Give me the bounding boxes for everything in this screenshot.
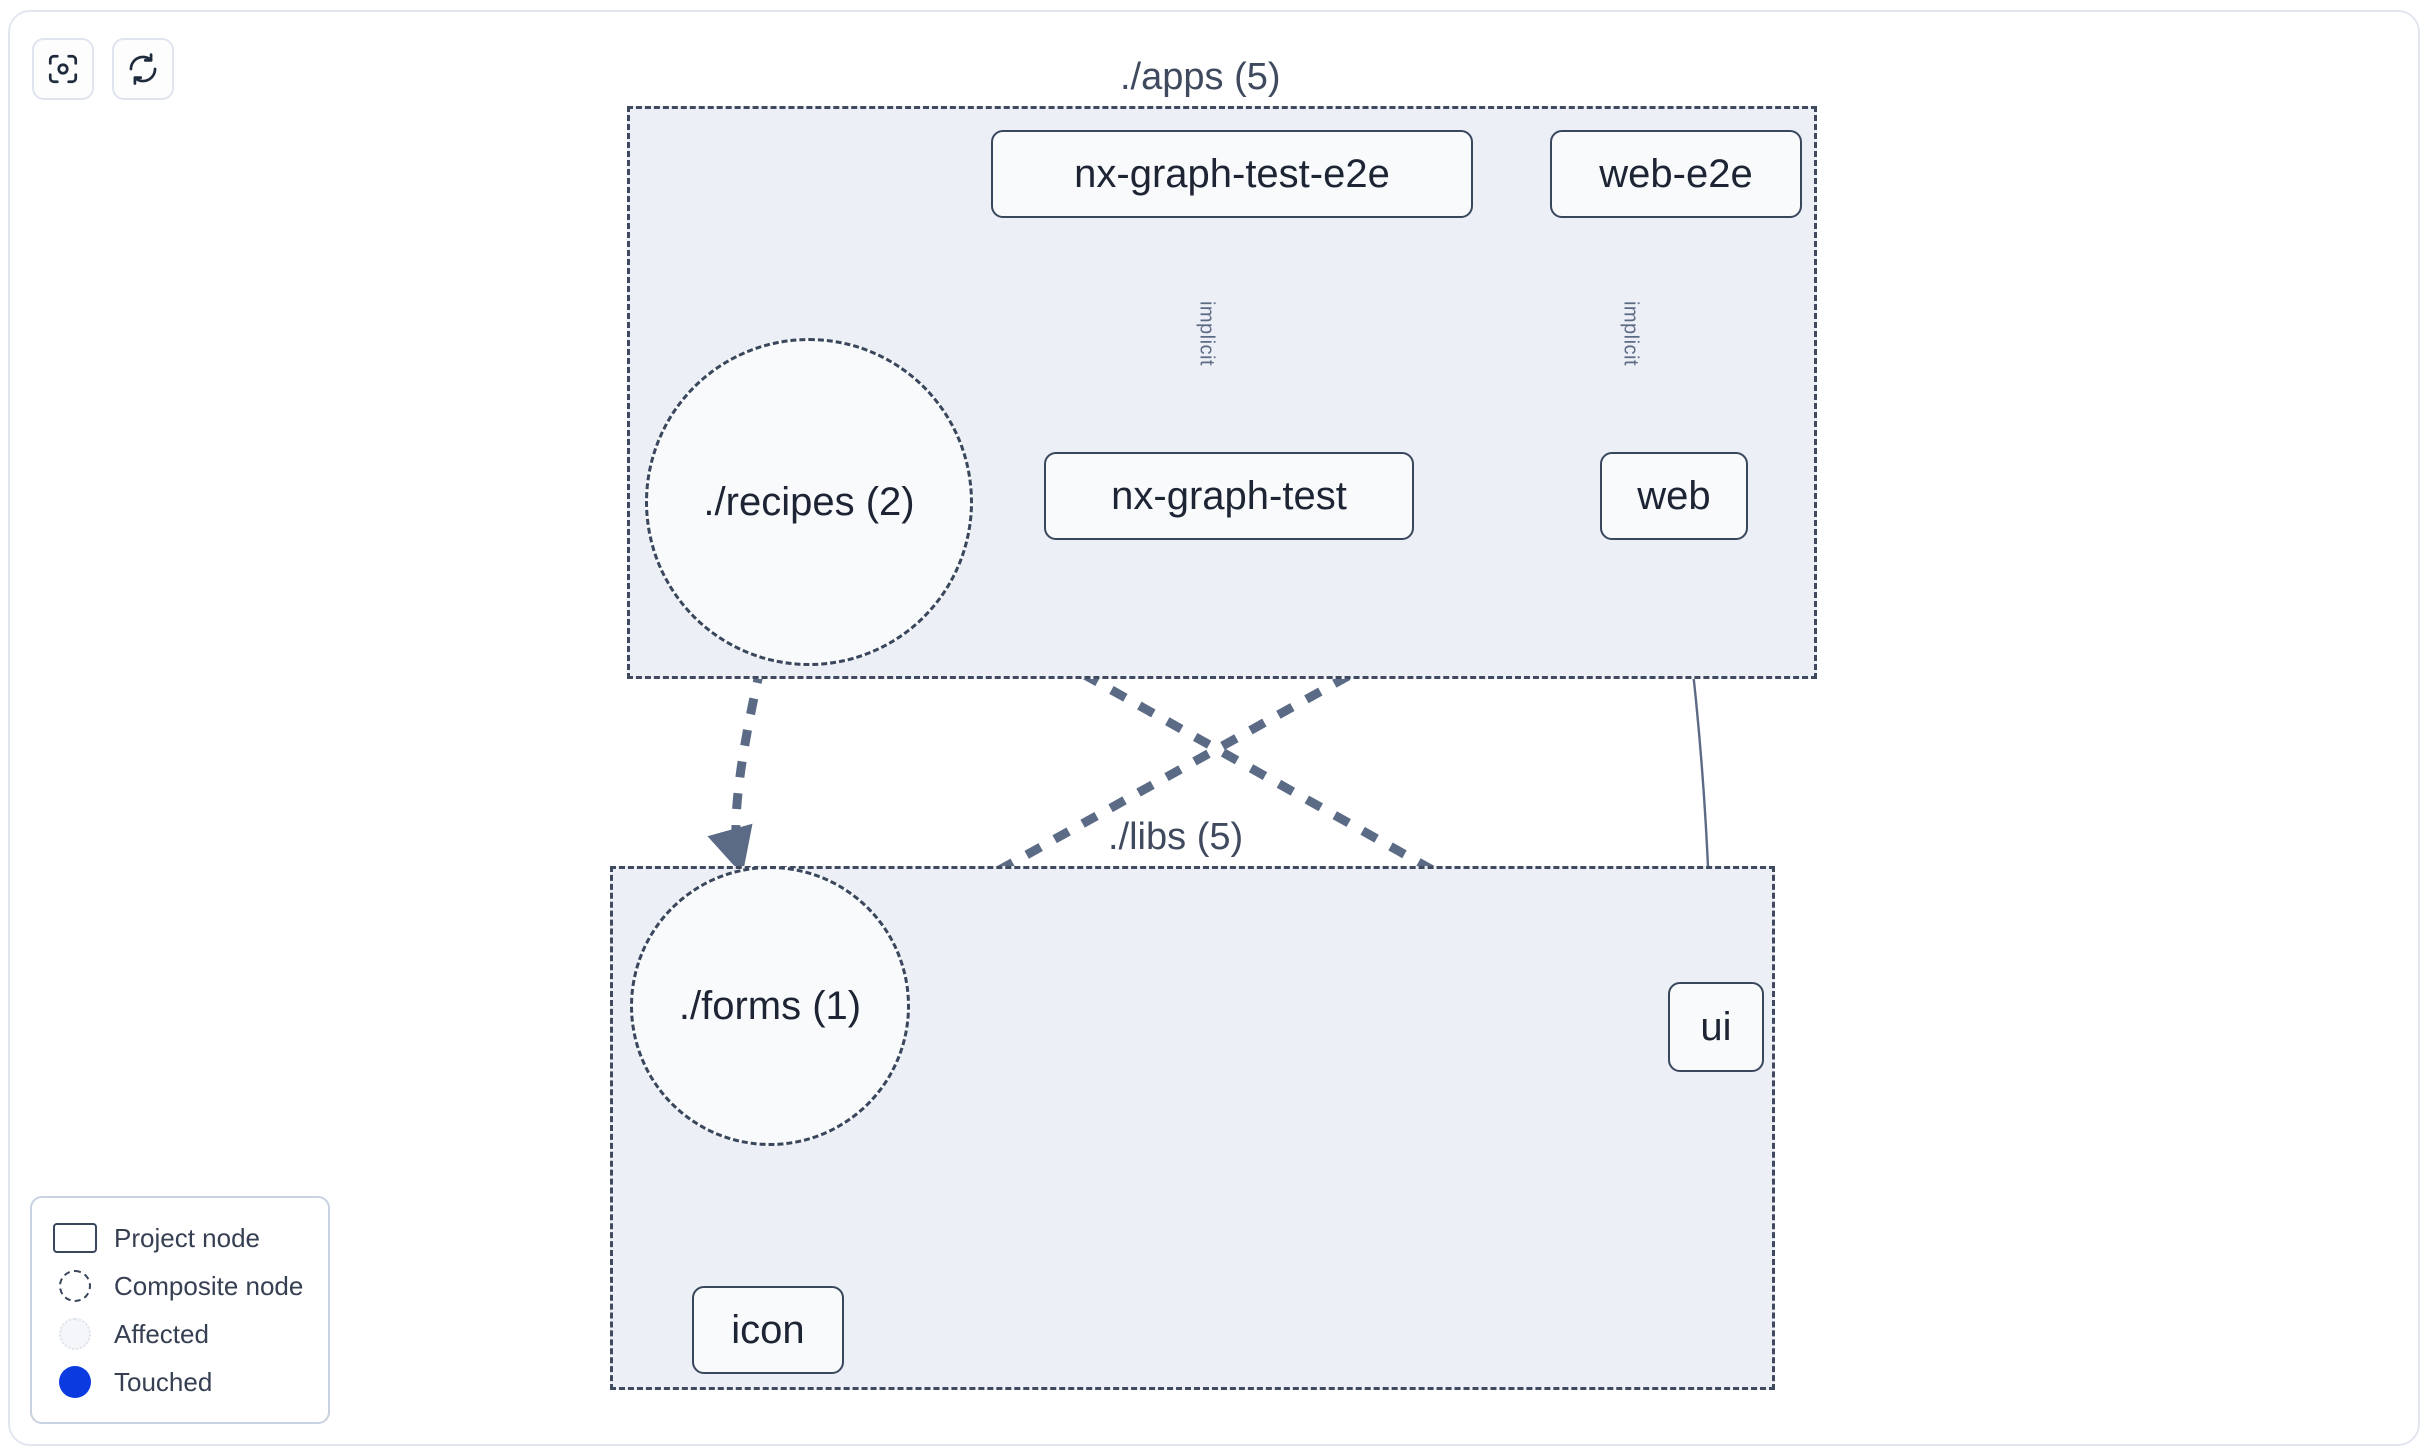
node-label: nx-graph-test: [1111, 473, 1347, 518]
node-forms[interactable]: ./forms (1): [630, 866, 910, 1146]
legend-item-label: Project node: [114, 1222, 260, 1253]
legend-item-affected: Affected: [50, 1310, 310, 1358]
node-nx-graph-test[interactable]: nx-graph-test: [1044, 452, 1414, 540]
touched-swatch: [50, 1366, 100, 1398]
node-label: nx-graph-test-e2e: [1074, 151, 1390, 196]
refresh-graph-button[interactable]: [112, 38, 174, 100]
node-nx-graph-test-e2e[interactable]: nx-graph-test-e2e: [991, 130, 1473, 218]
node-icon[interactable]: icon: [692, 1286, 844, 1374]
affected-swatch: [50, 1318, 100, 1350]
legend-item-composite-node: Composite node: [50, 1262, 310, 1310]
node-web[interactable]: web: [1600, 452, 1748, 540]
node-label: web: [1637, 473, 1711, 518]
edge-recipes-to-forms[interactable]: [707, 634, 773, 876]
node-ui[interactable]: ui: [1668, 982, 1764, 1072]
node-label: ui: [1700, 1004, 1732, 1049]
focus-graph-button[interactable]: [32, 38, 94, 100]
refresh-icon: [126, 52, 160, 86]
group-label-libs: ./libs (5): [1100, 818, 1252, 856]
composite-node-swatch: [50, 1270, 100, 1302]
node-label: ./forms (1): [678, 983, 862, 1028]
node-label: web-e2e: [1599, 151, 1753, 196]
group-label-apps: ./apps (5): [1112, 58, 1289, 96]
legend-panel: Project node Composite node Affected Tou…: [30, 1196, 330, 1424]
legend-item-label: Touched: [114, 1366, 213, 1397]
legend-item-touched: Touched: [50, 1358, 310, 1406]
node-web-e2e[interactable]: web-e2e: [1550, 130, 1802, 218]
edge-label-implicit-nx-graph-test: implicit: [1195, 300, 1218, 367]
node-label: icon: [731, 1307, 805, 1352]
focus-target-icon: [46, 52, 80, 86]
node-label: ./recipes (2): [703, 479, 915, 524]
legend-item-project-node: Project node: [50, 1214, 310, 1262]
project-node-swatch: [50, 1223, 100, 1253]
edge-label-implicit-web: implicit: [1619, 300, 1642, 367]
legend-item-label: Composite node: [114, 1270, 304, 1301]
legend-item-label: Affected: [114, 1318, 209, 1349]
node-recipes[interactable]: ./recipes (2): [645, 338, 973, 666]
graph-toolbar: [32, 38, 174, 100]
